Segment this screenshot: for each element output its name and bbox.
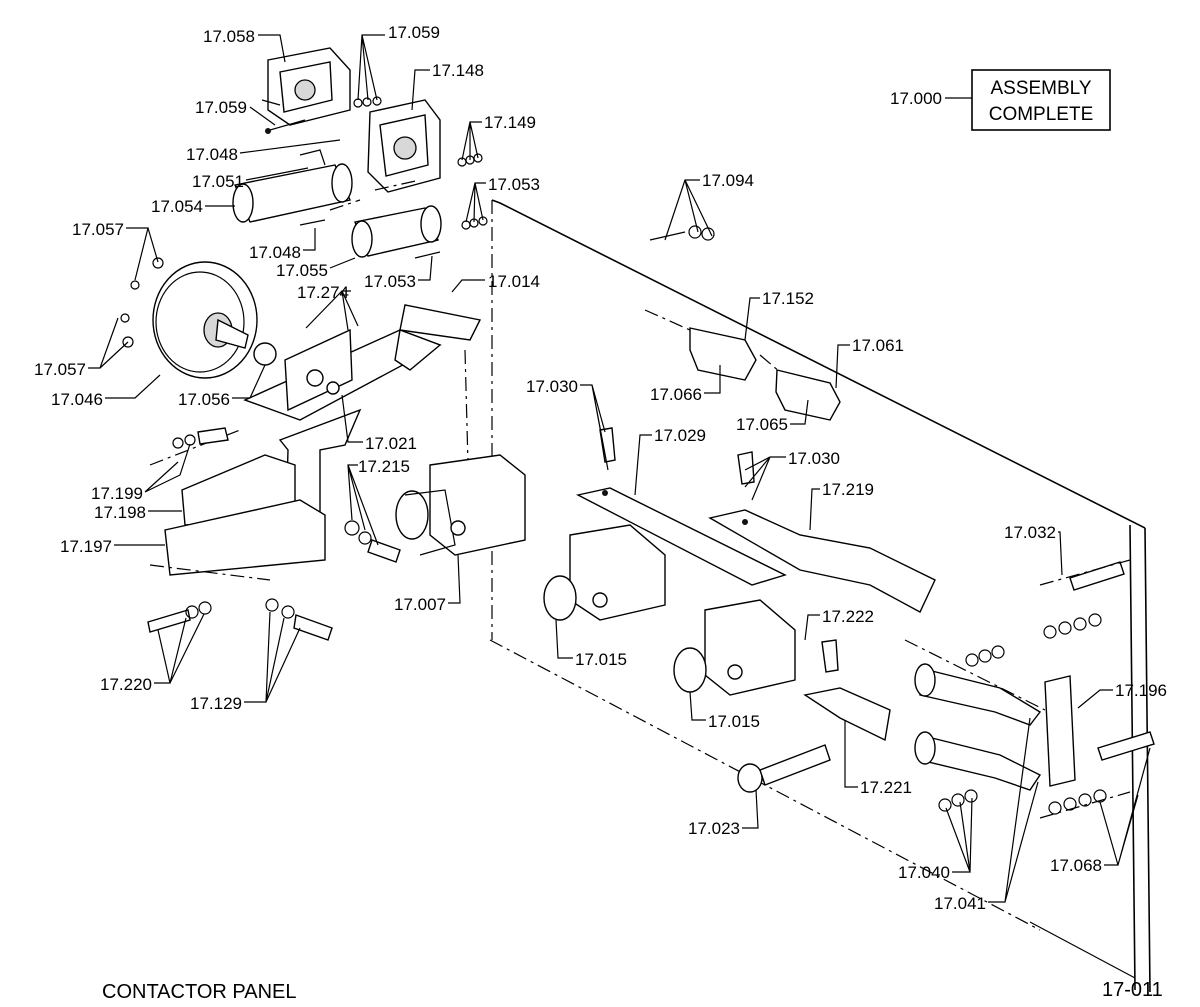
callout-17-148: 17.148 <box>432 61 484 80</box>
callout-17-051: 17.051 <box>192 172 244 191</box>
diagram-title: CONTACTOR PANEL <box>102 981 296 1003</box>
assembly-line-2: COMPLETE <box>989 104 1094 125</box>
callout-17-030-a: 17.030 <box>526 377 578 396</box>
callout-17-021: 17.021 <box>365 434 417 453</box>
callout-17-129: 17.129 <box>190 694 242 713</box>
callout-17-057-a: 17.057 <box>72 220 124 239</box>
callout-17-029: 17.029 <box>654 426 706 445</box>
callout-17-055: 17.055 <box>276 261 328 280</box>
callout-17-048-a: 17.048 <box>186 145 238 164</box>
callout-17-068: 17.068 <box>1050 856 1102 875</box>
callout-17-032: 17.032 <box>1004 523 1056 542</box>
lower-bracket-b <box>673 599 796 696</box>
callout-17-152: 17.152 <box>762 289 814 308</box>
callout-17-056: 17.056 <box>178 390 230 409</box>
callout-17-215: 17.215 <box>358 457 410 476</box>
callout-17-197: 17.197 <box>60 537 112 556</box>
callout-17-015-a: 17.015 <box>575 650 627 669</box>
assembly-number: 17.000 <box>890 89 942 108</box>
callout-17-094: 17.094 <box>702 171 754 190</box>
callout-17-030-b: 17.030 <box>788 449 840 468</box>
leader-lines <box>88 34 1151 903</box>
callout-17-023: 17.023 <box>688 819 740 838</box>
pulley-wheel <box>120 257 277 379</box>
callout-17-053-b: 17.053 <box>364 272 416 291</box>
callout-17-046: 17.046 <box>51 390 103 409</box>
bus-bars <box>575 427 936 613</box>
contactor-panel-board <box>489 199 1151 993</box>
lower-bracket-a <box>543 524 666 621</box>
assembly-complete-box: 17.000 ASSEMBLY COMPLETE <box>890 69 1111 131</box>
callout-17-059-a: 17.059 <box>388 23 440 42</box>
callout-labels: 17.058 17.059 17.059 17.148 17.149 17.04… <box>34 23 1167 913</box>
callout-17-061: 17.061 <box>852 336 904 355</box>
callout-17-007: 17.007 <box>394 595 446 614</box>
page-number: 17-011 <box>1102 979 1163 1001</box>
assembly-line-1: ASSEMBLY <box>990 78 1091 99</box>
callout-17-058: 17.058 <box>203 27 255 46</box>
callout-17-274: 17.274 <box>297 283 349 302</box>
mounting-rails <box>149 427 326 581</box>
cable-lugs <box>904 639 1046 791</box>
callout-17-066: 17.066 <box>650 385 702 404</box>
coil-hardware <box>265 96 488 259</box>
terminal-plate-hardware <box>938 559 1155 819</box>
terminal-clips <box>644 225 841 421</box>
callout-17-053-a: 17.053 <box>488 175 540 194</box>
lower-left-bolts <box>147 520 401 641</box>
callout-17-041: 17.041 <box>934 894 986 913</box>
callout-17-220: 17.220 <box>100 675 152 694</box>
callout-17-040: 17.040 <box>898 863 950 882</box>
callout-17-221: 17.221 <box>860 778 912 797</box>
callout-17-149: 17.149 <box>484 113 536 132</box>
callout-17-054: 17.054 <box>151 197 203 216</box>
callout-17-198: 17.198 <box>94 503 146 522</box>
callout-17-059-b: 17.059 <box>195 98 247 117</box>
contactor-block-upper <box>261 47 351 126</box>
callout-17-048-b: 17.048 <box>249 243 301 262</box>
callout-17-065: 17.065 <box>736 415 788 434</box>
callout-17-199: 17.199 <box>91 484 143 503</box>
block-bracket-17-007 <box>395 454 526 556</box>
callout-17-196: 17.196 <box>1115 681 1167 700</box>
callout-17-015-b: 17.015 <box>708 712 760 731</box>
callout-17-222: 17.222 <box>822 607 874 626</box>
callout-17-057-b: 17.057 <box>34 360 86 379</box>
solenoid-cylinder-right <box>351 205 442 258</box>
callout-17-219: 17.219 <box>822 480 874 499</box>
callout-17-014: 17.014 <box>488 272 540 291</box>
link-plate-and-roller <box>737 639 891 793</box>
solenoid-cylinder-left <box>232 149 353 223</box>
contactor-block-right <box>367 99 441 193</box>
